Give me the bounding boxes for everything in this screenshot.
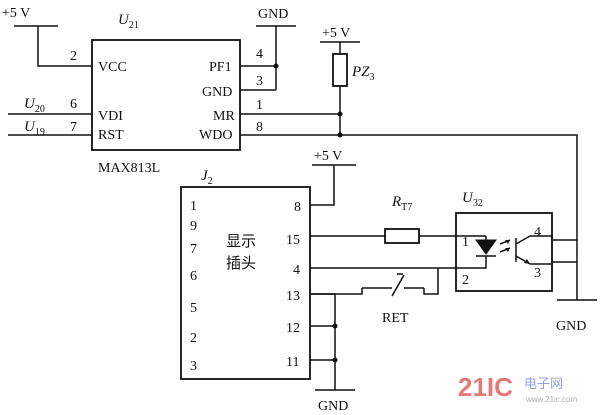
u21-pin-4: 4 xyxy=(256,47,263,62)
junction-dot xyxy=(332,323,338,329)
resistor-rt7 xyxy=(384,228,420,244)
ret-blade xyxy=(391,274,405,297)
u32-pin4-out xyxy=(530,235,577,241)
u21-vdi-label: VDI xyxy=(98,109,123,124)
j2-pin-12: 12 xyxy=(286,321,300,336)
j2-pin-15: 15 xyxy=(286,233,300,248)
j2-label-line2: 插头 xyxy=(226,254,256,272)
u21-pin-6: 6 xyxy=(70,97,77,112)
supply-label-pz3: +5 V xyxy=(322,26,350,41)
j2-left-pin: 2 xyxy=(190,331,197,346)
j2-pin-11: 11 xyxy=(286,355,299,370)
u21-pin-3: 3 xyxy=(256,74,263,89)
u21-rst-label: RST xyxy=(98,128,124,143)
rt7-label: RT7 xyxy=(391,194,412,213)
junction-dot xyxy=(332,357,338,363)
watermark-url: www.21ic.com xyxy=(525,395,577,404)
u21-gnd-label: GND xyxy=(202,85,232,100)
supply-label-u21: +5 V xyxy=(2,6,30,21)
u21-pin-1: 1 xyxy=(256,98,263,113)
watermark-brand-cn: 电子网 xyxy=(524,377,563,392)
wire-wdo xyxy=(240,134,578,300)
led-triangle-icon xyxy=(475,239,497,255)
u32-pin-2: 2 xyxy=(462,273,469,288)
u21-pin-8: 8 xyxy=(256,120,263,135)
j2-ref: J2 xyxy=(201,168,213,187)
supply-label-j2: +5 V xyxy=(314,149,342,164)
net-u19: U19 xyxy=(24,119,45,138)
j2-left-pin: 5 xyxy=(190,301,197,316)
net-u20: U20 xyxy=(24,96,45,115)
gnd-bottom-label: GND xyxy=(318,399,348,414)
u21-pin-7: 7 xyxy=(70,120,77,135)
u21-vcc-label: VCC xyxy=(98,60,127,75)
arrow-head-icon xyxy=(505,248,510,252)
j2-left-pin: 1 xyxy=(190,199,197,214)
ret-label: RET xyxy=(382,311,409,326)
j2-left-pin: 3 xyxy=(190,359,197,374)
junction-dot xyxy=(337,132,343,138)
u32-pin-1: 1 xyxy=(462,235,469,250)
junction-dot xyxy=(273,63,279,69)
j2-pin-13: 13 xyxy=(286,289,300,304)
wire-vcc xyxy=(37,26,92,67)
u32-body xyxy=(455,212,553,292)
u32-pin2-inner xyxy=(456,256,487,269)
gnd-right-label: GND xyxy=(556,319,586,334)
watermark-brand: 21IC xyxy=(458,372,513,402)
emitter-arrow-icon xyxy=(524,259,530,264)
wire-ret-return xyxy=(423,268,439,295)
u21-wdo-label: WDO xyxy=(199,128,232,143)
wire-pin13 xyxy=(310,288,363,295)
u21-ref: U21 xyxy=(118,12,139,31)
u21-mr-label: MR xyxy=(213,109,235,124)
u32-pin-4: 4 xyxy=(534,225,541,240)
gnd-top-label: GND xyxy=(258,7,288,22)
j2-pin-4: 4 xyxy=(293,263,300,278)
u32-pin3-out xyxy=(530,261,577,265)
u32-ref: U32 xyxy=(462,190,483,209)
u21-pin-2: 2 xyxy=(70,49,77,64)
pz3-label: PZ3 xyxy=(351,64,375,83)
junction-dot xyxy=(337,111,343,117)
u21-body xyxy=(91,39,241,151)
phototransistor-collector xyxy=(515,235,531,245)
j2-pin-8: 8 xyxy=(294,200,301,215)
u21-part-label: MAX813L xyxy=(98,161,160,176)
j2-left-pin: 6 xyxy=(190,269,197,284)
j2-body xyxy=(180,186,311,380)
j2-left-pin: 9 xyxy=(190,219,197,234)
arrow-head-icon xyxy=(505,240,510,244)
u21-pf1-label: PF1 xyxy=(209,60,232,75)
u32-pin-3: 3 xyxy=(534,266,541,281)
wire-j2-pin8 xyxy=(310,165,335,206)
resistor-pz3 xyxy=(332,53,348,87)
j2-label-line1: 显示 xyxy=(226,232,256,250)
j2-left-pin: 7 xyxy=(190,242,197,257)
